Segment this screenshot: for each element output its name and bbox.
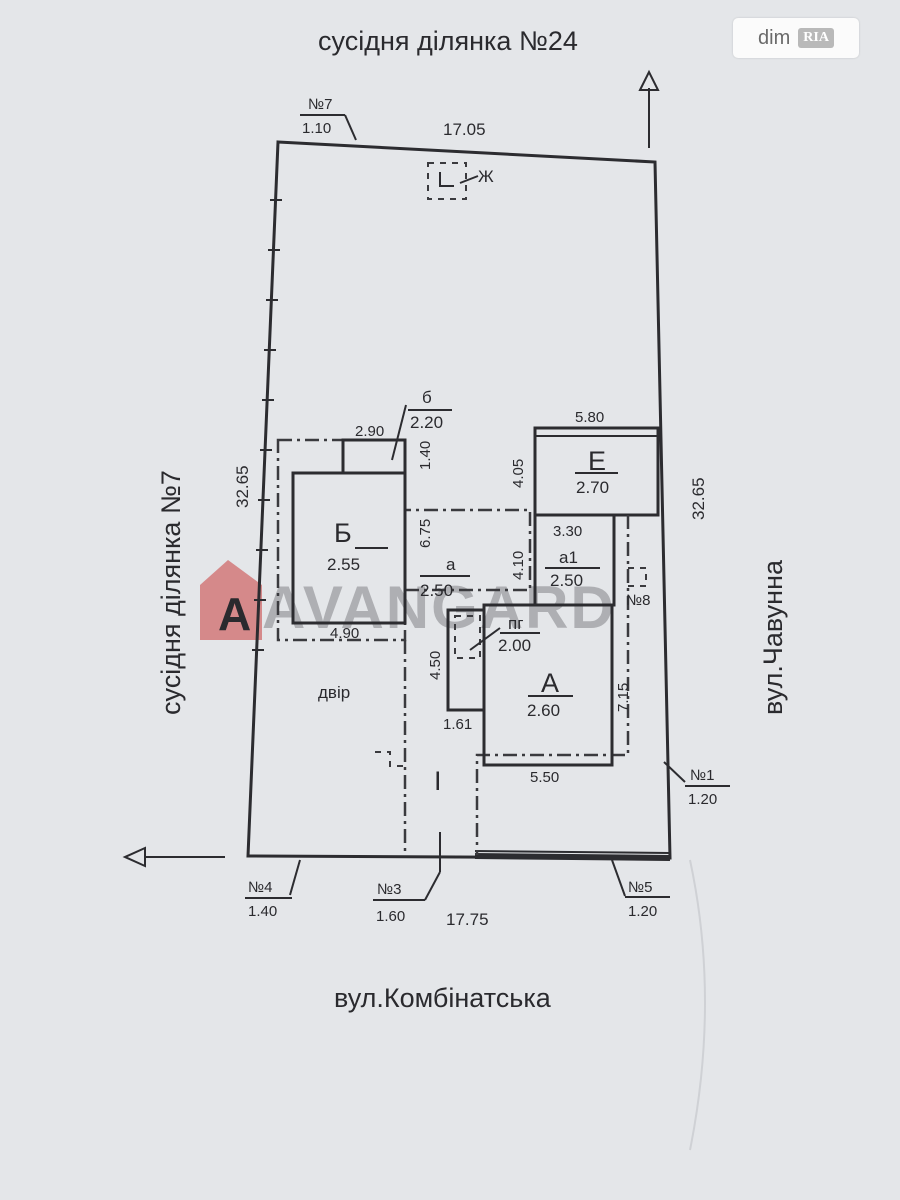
street-bottom-label: вул.Комбінатська: [334, 983, 552, 1013]
street-right-label: вул.Чавунна: [758, 559, 788, 715]
dim-top-width: 17.05: [443, 120, 486, 139]
building-a-main: [482, 603, 614, 767]
dim-b-top: 2.90: [355, 423, 384, 440]
marker-7: №7 1.10: [300, 96, 357, 141]
roman-one-label: I: [434, 766, 442, 796]
dim-left-depth: 32.65: [233, 465, 252, 508]
building-e-name: Е: [588, 446, 606, 476]
watermark-text: AVANGARD: [262, 574, 616, 641]
building-b-envelope: [276, 438, 532, 642]
marker-3: №3 1.60: [373, 871, 441, 925]
dim-a1-top: 3.30: [553, 523, 582, 540]
watermark-house-icon: [200, 560, 262, 640]
left-boundary-ticks: [252, 199, 282, 651]
building-b-name: Б: [334, 518, 352, 548]
building-a-small-height: 2.50: [420, 581, 453, 600]
svg-text:1.10: 1.10: [302, 120, 331, 137]
badge-site-text: dim: [758, 26, 791, 49]
dim-b-porch: 1.40: [417, 441, 434, 470]
yard-gate-detail: [375, 751, 405, 767]
dim-a1-side: 4.10: [510, 551, 527, 580]
fence-bottom-right: [474, 853, 671, 861]
north-arrow-icon: [638, 69, 660, 148]
yard-label: двір: [318, 683, 350, 702]
watermark-letter: A: [218, 588, 251, 640]
paper-fold: [689, 859, 706, 1151]
porch-b-height: 2.20: [410, 413, 443, 432]
building-a1-height: 2.50: [550, 571, 583, 590]
svg-text:1.60: 1.60: [376, 908, 405, 925]
dim-a-bottom: 5.50: [530, 769, 559, 786]
marker-5: №5 1.20: [611, 859, 670, 920]
svg-text:№7: №7: [308, 96, 332, 113]
svg-text:1.20: 1.20: [628, 903, 657, 920]
svg-text:№4: №4: [248, 879, 272, 896]
fence-inner-line: [474, 850, 671, 854]
west-arrow-icon: [122, 846, 225, 868]
svg-text:№8: №8: [626, 592, 650, 609]
building-a1-name: а1: [559, 548, 578, 567]
dim-a-side: 4.50: [427, 651, 444, 680]
building-a-small-name: а: [446, 555, 456, 574]
svg-text:1.20: 1.20: [688, 791, 717, 808]
building-b-height: 2.55: [327, 555, 360, 574]
dim-a-right: 7.15: [615, 683, 632, 712]
dim-b-bottom: 4.90: [330, 625, 359, 642]
dim-right-depth: 32.65: [689, 477, 708, 520]
building-e-height: 2.70: [576, 478, 609, 497]
svg-text:1.40: 1.40: [248, 903, 277, 920]
marker-8-box: [627, 567, 647, 587]
dim-a-width: 1.61: [443, 716, 472, 733]
porch-b-small: [341, 438, 407, 475]
dim-e-side: 4.05: [510, 459, 527, 488]
building-a-main-height: 2.60: [527, 701, 560, 720]
watermark-logo: A AVANGARD: [200, 560, 616, 641]
dimria-badge[interactable]: dim RIA: [733, 18, 859, 58]
porch-b-name: б: [422, 388, 432, 407]
well-structure: Ж: [427, 162, 494, 200]
badge-ria-text: RIA: [798, 28, 834, 48]
building-a-main-name: А: [541, 668, 559, 698]
cellar-pg: [454, 615, 481, 659]
well-label: Ж: [478, 167, 494, 186]
dim-bottom-width: 17.75: [446, 910, 489, 929]
cellar-pg-name: пг: [508, 614, 523, 633]
cellar-pg-height: 2.00: [498, 636, 531, 655]
svg-text:№1: №1: [690, 767, 714, 784]
neighbor-top-label: сусідня ділянка №24: [318, 26, 578, 56]
marker-4: №4 1.40: [245, 859, 301, 920]
svg-text:№5: №5: [628, 879, 652, 896]
svg-text:№3: №3: [377, 881, 401, 898]
dim-b-side: 6.75: [417, 519, 434, 548]
marker-8: №8: [626, 592, 650, 609]
building-a-envelope: [475, 515, 630, 855]
marker-1: №1 1.20: [663, 761, 730, 808]
neighbor-left-label: сусідня ділянка №7: [156, 470, 186, 715]
dim-e-top: 5.80: [575, 409, 604, 426]
